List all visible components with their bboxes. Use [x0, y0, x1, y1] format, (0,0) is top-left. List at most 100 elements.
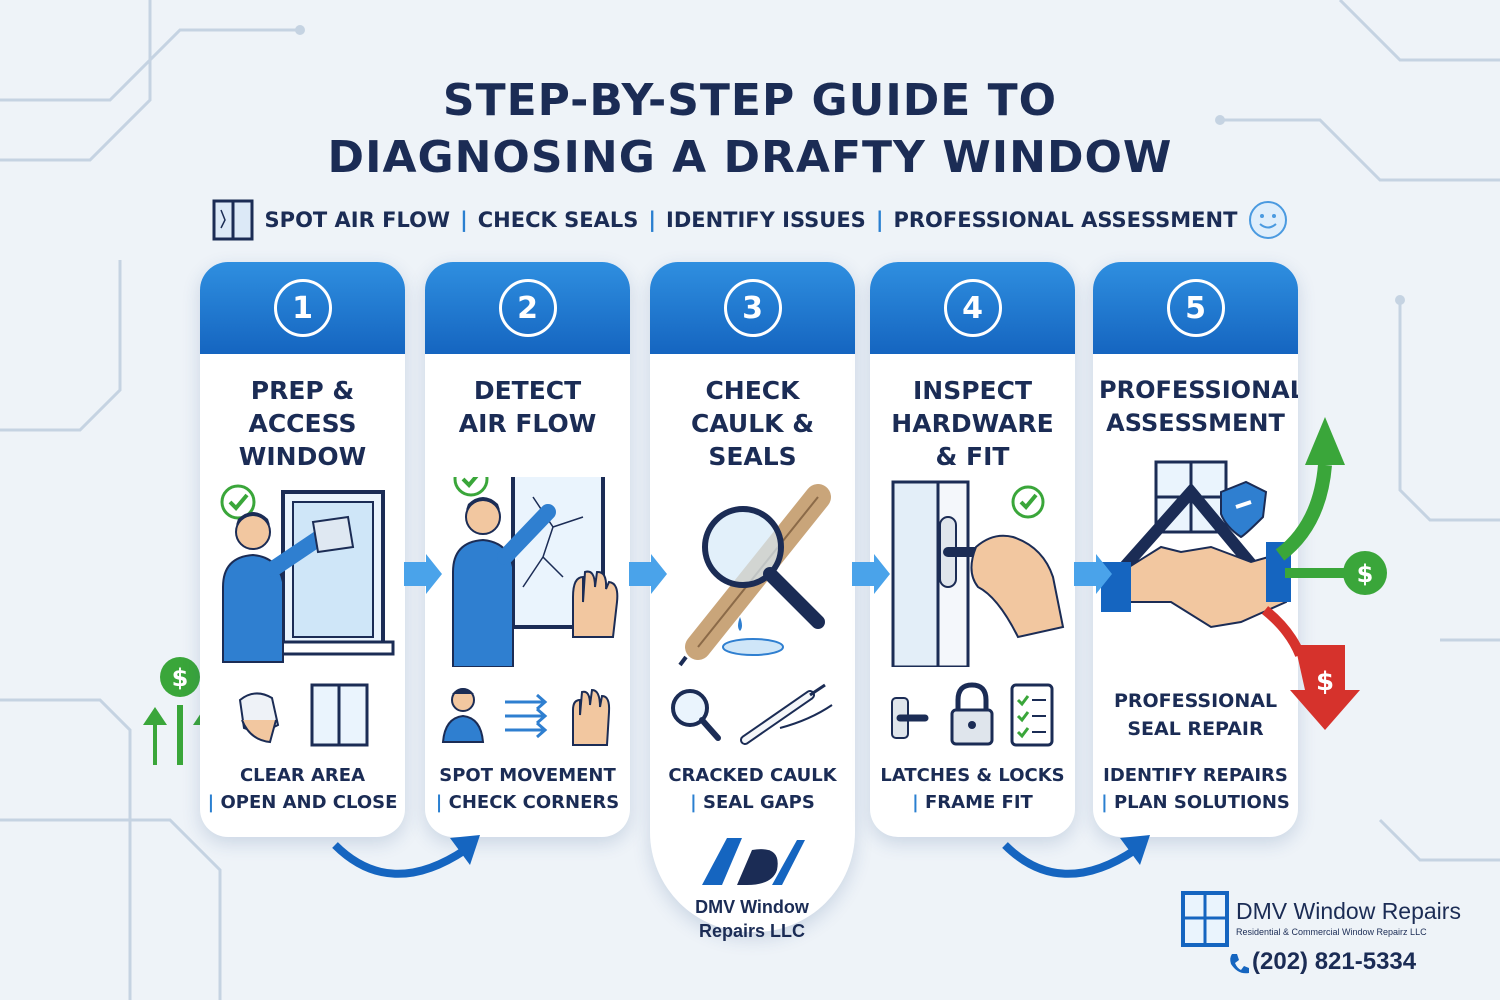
step-labels: CRACKED CAULK | SEAL GAPS	[650, 762, 855, 816]
latch-icon	[891, 697, 929, 739]
label-line: SEAL GAPS	[703, 792, 815, 813]
dollar-sign: $	[1357, 560, 1374, 588]
chevron-right-icon	[629, 554, 667, 594]
title-line-1: STEP-BY-STEP GUIDE TO	[442, 75, 1058, 126]
label-line: FRAME FIT	[925, 792, 1033, 813]
step-header: 3	[650, 262, 855, 354]
heading-line: HARDWARE	[891, 409, 1054, 438]
label-line: SEAL REPAIR	[1127, 718, 1264, 740]
heading-line: PROFESSIONAL	[1099, 376, 1298, 404]
label-line: PLAN SOLUTIONS	[1113, 792, 1290, 813]
heading-line: & FIT	[935, 442, 1010, 471]
heading-line: PREP &	[250, 376, 355, 405]
heading-line: CHECK	[705, 376, 800, 405]
heading-line: SEALS	[708, 442, 797, 471]
step-card-2: 2 DETECT AIR FLOW SPOT MOVEMENT | CH	[425, 262, 630, 837]
step-header: 4	[870, 262, 1075, 354]
phone-icon	[1230, 954, 1249, 974]
step-number: 3	[723, 279, 782, 337]
heading-line: DETECT	[473, 376, 582, 405]
subtitle-separator: |	[648, 208, 656, 232]
handshake-assessment-illustration	[1101, 460, 1291, 629]
label-line: PROFESSIONAL	[1113, 690, 1278, 712]
step-number: 1	[273, 279, 332, 337]
label-line: CHECK CORNERS	[448, 792, 620, 813]
heading-line: CAULK &	[690, 409, 815, 438]
logo-line-2: Repairs LLC	[698, 921, 806, 941]
window-icon	[310, 683, 369, 747]
technician-icon	[441, 688, 485, 743]
step-header: 5	[1093, 262, 1298, 354]
step-number: 5	[1166, 279, 1225, 337]
airflow-icon	[505, 693, 548, 739]
subtitle-item-4: PROFESSIONAL ASSESSMENT	[893, 208, 1238, 232]
step-header: 1	[200, 262, 405, 354]
step-heading: DETECT AIR FLOW	[425, 374, 630, 440]
step-icons	[891, 682, 1054, 747]
step-heading: INSPECT HARDWARE & FIT	[870, 374, 1075, 473]
magnifier-icon	[671, 689, 721, 741]
caulk-inspection-illustration	[678, 484, 831, 667]
dollar-sign: $	[172, 664, 189, 692]
curved-arrow-icon	[332, 835, 480, 878]
subtitle-separator: |	[460, 208, 468, 232]
chevron-right-icon	[1074, 554, 1112, 594]
heading-line: WINDOW	[238, 442, 367, 471]
brand-name: DMV Window Repairs	[1236, 898, 1461, 924]
cloth-icon	[238, 692, 280, 744]
step-heading: PREP & ACCESS WINDOW	[200, 374, 405, 473]
step-heading: PROFESSIONAL ASSESSMENT	[1093, 374, 1298, 440]
step-card-4: 4 INSPECT HARDWARE & FIT LATCHES & LOCK	[870, 262, 1075, 837]
step-labels: IDENTIFY REPAIRS | PLAN SOLUTIONS	[1093, 762, 1298, 816]
step-icons	[671, 683, 833, 745]
step-number: 4	[943, 279, 1002, 337]
subtitle-item-3: IDENTIFY ISSUES	[666, 208, 866, 232]
person-detecting-airflow-illustration	[452, 477, 619, 667]
step-card-3: 3 CHECK CAULK & SEALS CRACKED CAULK | SE…	[650, 262, 855, 932]
step-heading: CHECK CAULK & SEALS	[650, 374, 855, 473]
hand-on-latch-illustration	[891, 480, 1065, 667]
step-number: 2	[498, 279, 557, 337]
label-line: CRACKED CAULK	[668, 765, 837, 786]
heading-line: AIR FLOW	[458, 409, 597, 438]
window-icon	[212, 199, 254, 241]
chevron-right-icon	[852, 554, 890, 594]
adv-logo-icon	[702, 838, 805, 885]
heading-line: ACCESS	[248, 409, 357, 438]
checklist-icon	[1010, 683, 1054, 747]
step-labels: LATCHES & LOCKS | FRAME FIT	[870, 762, 1075, 816]
step-labels: CLEAR AREA | OPEN AND CLOSE	[200, 762, 405, 816]
page-title: STEP-BY-STEP GUIDE TO DIAGNOSING A DRAFT…	[0, 72, 1500, 186]
step-card-5: 5 PROFESSIONAL ASSESSMENT PROFESSIONAL S…	[1093, 262, 1298, 837]
smiley-icon	[1249, 201, 1288, 239]
subtitle-item-1: SPOT AIR FLOW	[264, 208, 451, 232]
step-card-1: 1 PREP & ACCESS WINDOW CLEAR AREA | OPEN…	[200, 262, 405, 837]
step-icons	[441, 688, 611, 746]
label-line: SPOT MOVEMENT	[439, 765, 616, 786]
hand-icon	[572, 688, 611, 746]
heading-line: INSPECT	[912, 376, 1033, 405]
label-line: LATCHES & LOCKS	[880, 765, 1065, 786]
subtitle-separator: |	[875, 208, 884, 232]
heading-line: ASSESSMENT	[1106, 409, 1285, 437]
company-logo-center: DMV Window Repairs LLC	[672, 830, 832, 943]
label-line: OPEN AND CLOSE	[220, 792, 398, 813]
dollar-sign: $	[1316, 667, 1334, 697]
chevron-right-icon	[404, 554, 442, 594]
subtitle-bar: SPOT AIR FLOW | CHECK SEALS | IDENTIFY I…	[0, 198, 1500, 242]
label-line: IDENTIFY REPAIRS	[1103, 765, 1288, 786]
title-line-2: DIAGNOSING A DRAFTY WINDOW	[327, 132, 1173, 183]
step-header: 2	[425, 262, 630, 354]
step-icons	[238, 683, 369, 747]
window-logo-icon	[1181, 891, 1229, 947]
phone-number[interactable]: (202) 821-5334	[1252, 948, 1417, 975]
logo-line-1: DMV Window	[695, 897, 809, 917]
step-labels: SPOT MOVEMENT | CHECK CORNERS	[425, 762, 630, 816]
professional-seal-repair-label: PROFESSIONAL SEAL REPAIR	[1093, 687, 1298, 743]
label-line: CLEAR AREA	[239, 765, 366, 786]
curved-arrow-icon	[1002, 835, 1150, 878]
brand-tagline: Residential & Commercial Window Repairz …	[1236, 927, 1427, 937]
money-outcome-arrows: $ $	[1261, 417, 1387, 730]
caulk-gun-icon	[740, 683, 833, 745]
